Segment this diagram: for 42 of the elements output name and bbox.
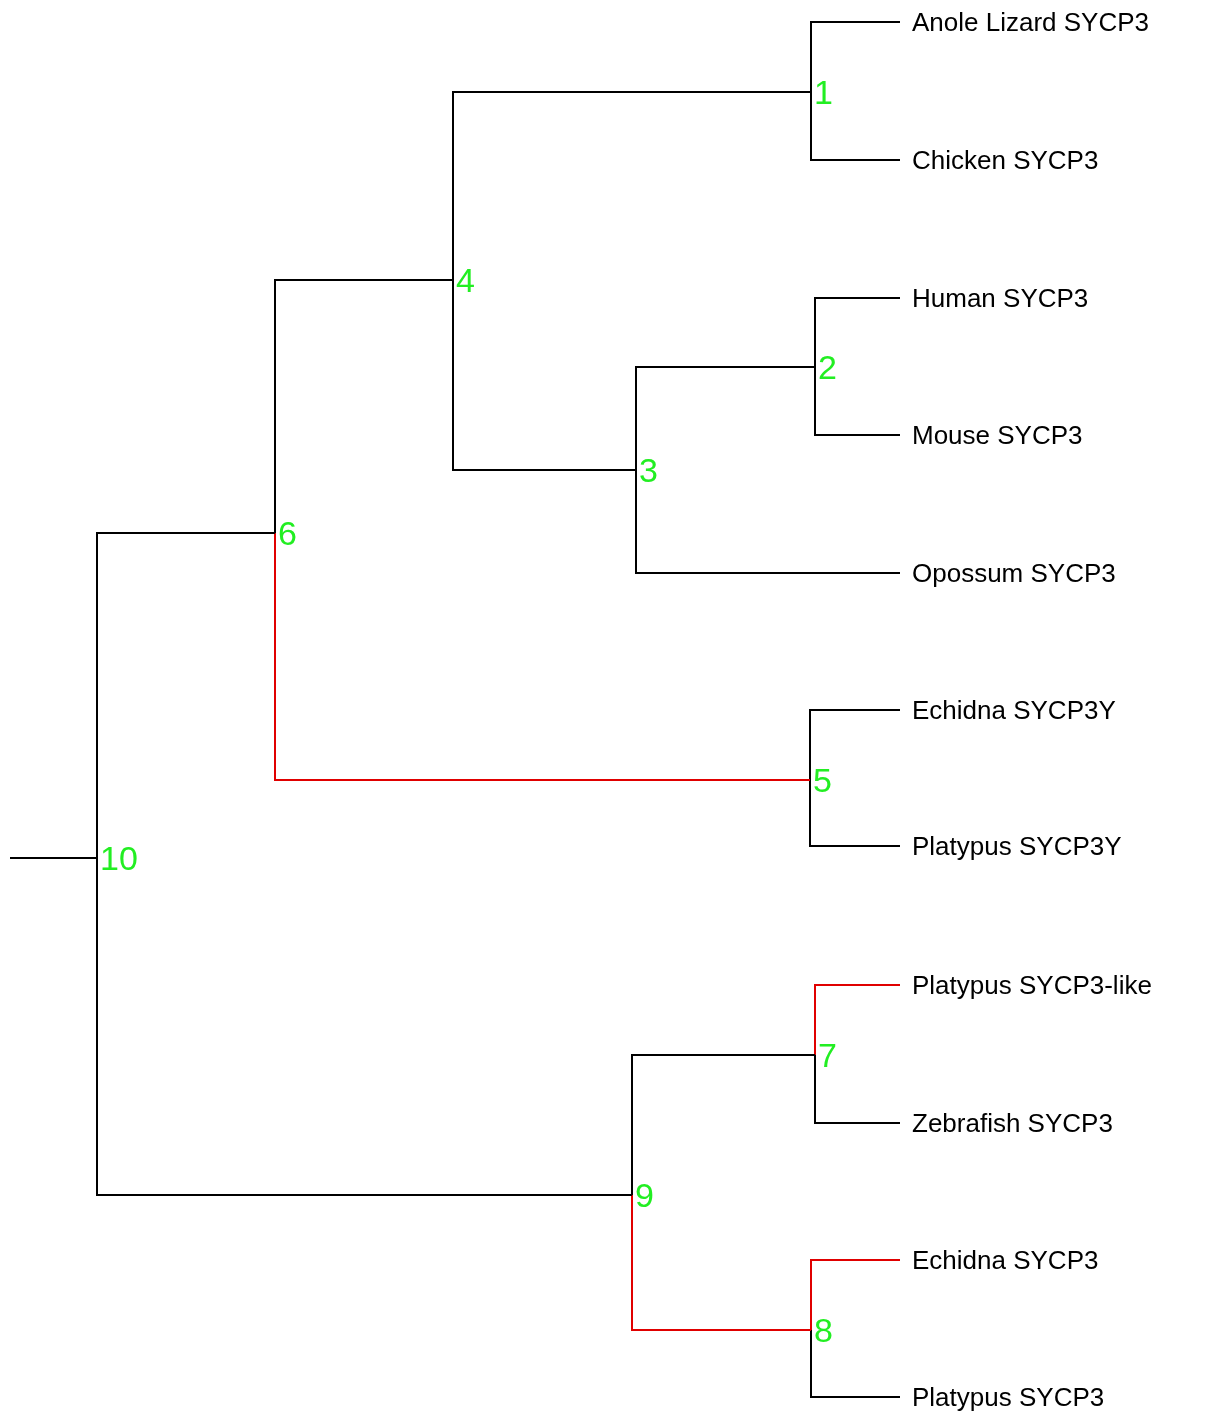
leaf-label: Zebrafish SYCP3 [900, 1107, 1113, 1139]
tree-branch [631, 1054, 816, 1196]
leaf-label: Chicken SYCP3 [900, 144, 1099, 176]
tree-branch [814, 1054, 901, 1124]
leaf-label: Platypus SYCP3Y [900, 830, 1122, 862]
tree-branch [274, 532, 811, 781]
tree-branch [809, 709, 901, 781]
tree-branch [809, 779, 901, 847]
tree-branch [274, 279, 454, 534]
tree-branch [810, 1259, 901, 1331]
tree-branch [96, 857, 633, 1196]
node-number: 9 [632, 1176, 654, 1214]
node-number: 5 [810, 761, 832, 799]
node-number: 8 [811, 1311, 833, 1349]
leaf-label: Echidna SYCP3Y [900, 694, 1116, 726]
leaf-label: Platypus SYCP3-like [900, 969, 1152, 1001]
tree-branch [635, 366, 816, 471]
tree-branch [452, 279, 637, 471]
tree-branch [814, 984, 901, 1056]
node-number: 2 [815, 348, 837, 386]
node-number: 10 [97, 839, 138, 877]
tree-branch [810, 91, 901, 161]
node-number: 3 [636, 451, 658, 489]
tree-branch [814, 297, 901, 368]
tree-branch [9, 857, 98, 859]
leaf-label: Echidna SYCP3 [900, 1244, 1099, 1276]
leaf-label: Human SYCP3 [900, 282, 1089, 314]
leaf-label: Anole Lizard SYCP3 [900, 6, 1150, 38]
tree-branch [810, 1329, 901, 1398]
tree-branch [810, 21, 901, 93]
tree-branch [452, 91, 812, 281]
leaf-label: Platypus SYCP3 [900, 1381, 1105, 1413]
node-number: 4 [453, 261, 475, 299]
tree-branch [96, 532, 276, 859]
tree-branch [814, 366, 901, 436]
node-number: 1 [811, 73, 833, 111]
tree-branch [631, 1194, 812, 1331]
tree-branch [635, 469, 901, 574]
node-number: 7 [815, 1036, 837, 1074]
leaf-label: Mouse SYCP3 [900, 419, 1083, 451]
leaf-label: Opossum SYCP3 [900, 557, 1116, 589]
node-number: 6 [275, 514, 297, 552]
